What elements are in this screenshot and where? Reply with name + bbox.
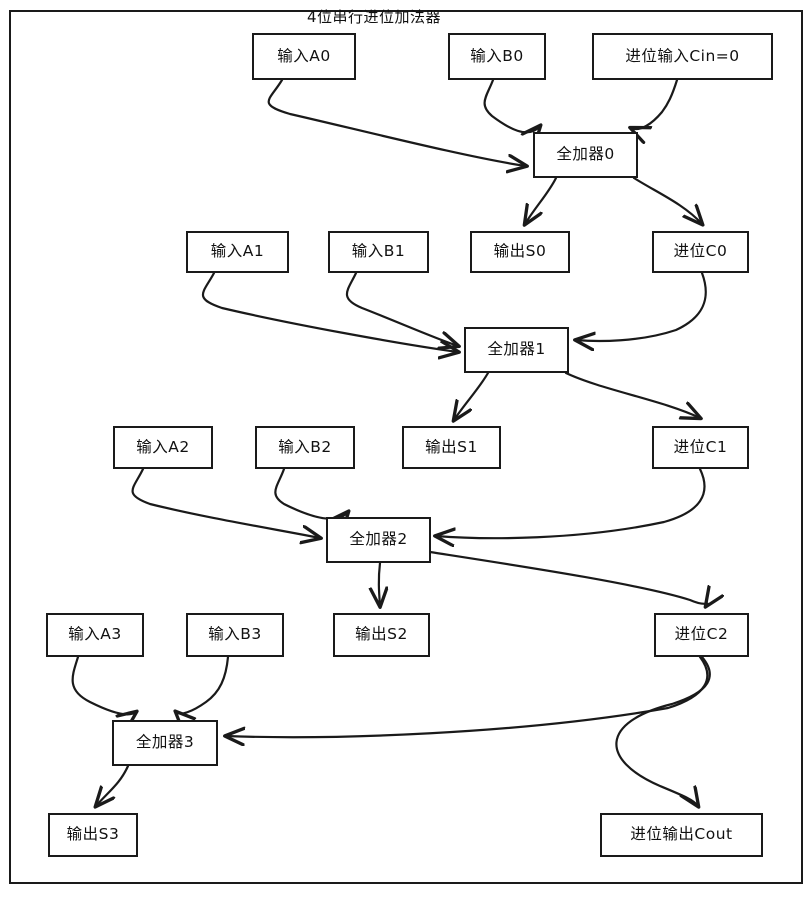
edge-fa1-to-s1	[454, 371, 490, 420]
node-input-a1[interactable]: 输入A1	[186, 231, 289, 273]
edge-c1-to-fa2	[436, 467, 706, 538]
node-output-s0[interactable]: 输出S0	[470, 231, 570, 273]
node-carry-c0[interactable]: 进位C0	[652, 231, 749, 273]
node-input-b3[interactable]: 输入B3	[186, 613, 284, 657]
node-input-b0[interactable]: 输入B0	[448, 33, 546, 80]
node-output-s3[interactable]: 输出S3	[48, 813, 138, 857]
edge-a0-to-fa0	[267, 78, 526, 166]
edge-cin-to-fa0	[631, 78, 679, 129]
node-full-adder-1[interactable]: 全加器1	[464, 327, 569, 373]
edge-b3-to-fa3	[176, 655, 230, 714]
node-output-s2[interactable]: 输出S2	[333, 613, 430, 657]
edge-c2-to-fa3	[226, 655, 709, 737]
edge-fa3-to-s3	[96, 764, 130, 806]
diagram-frame	[9, 10, 803, 884]
node-input-a2[interactable]: 输入A2	[113, 426, 213, 469]
node-full-adder-0[interactable]: 全加器0	[533, 132, 638, 178]
node-carry-in[interactable]: 进位输入Cin=0	[592, 33, 773, 80]
diagram-title: 4位串行进位加法器	[307, 8, 442, 26]
edge-b0-to-fa0	[483, 78, 540, 132]
node-input-b2[interactable]: 输入B2	[255, 426, 355, 469]
edge-fa0-to-c0	[632, 176, 702, 224]
node-carry-c1[interactable]: 进位C1	[652, 426, 749, 469]
edge-a3-to-fa3	[71, 655, 136, 714]
edge-a1-to-fa1	[201, 271, 458, 352]
edge-fa2-to-c2	[428, 550, 708, 606]
edge-fa1-to-c1	[564, 371, 700, 418]
edge-b2-to-fa2	[274, 467, 348, 519]
node-full-adder-3[interactable]: 全加器3	[112, 720, 218, 766]
edge-b1-to-fa1	[345, 271, 458, 346]
node-full-adder-2[interactable]: 全加器2	[326, 517, 431, 563]
node-output-s1[interactable]: 输出S1	[402, 426, 501, 469]
edge-a2-to-fa2	[131, 467, 320, 538]
edge-c0-to-fa1	[576, 271, 707, 341]
edge-fa0-to-s0	[525, 176, 558, 224]
edge-c2-to-cout	[615, 655, 711, 806]
node-input-a0[interactable]: 输入A0	[252, 33, 356, 80]
edge-fa2-to-s2	[379, 561, 380, 606]
node-input-b1[interactable]: 输入B1	[328, 231, 429, 273]
node-carry-out[interactable]: 进位输出Cout	[600, 813, 763, 857]
node-carry-c2[interactable]: 进位C2	[654, 613, 749, 657]
node-input-a3[interactable]: 输入A3	[46, 613, 144, 657]
